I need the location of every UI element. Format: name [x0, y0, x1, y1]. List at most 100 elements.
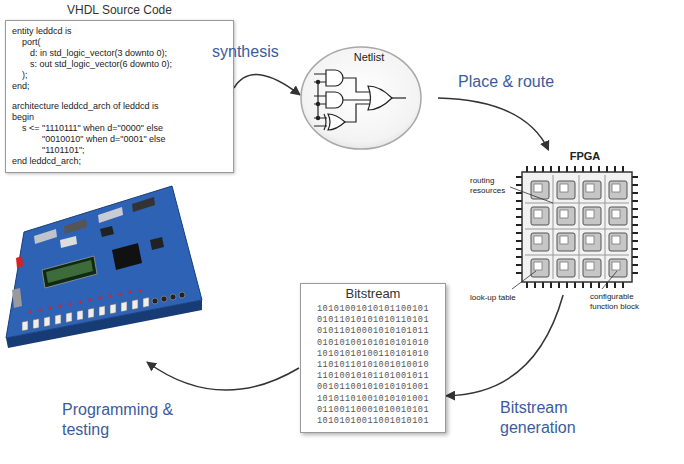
fpga-chip-drawing [526, 282, 630, 288]
bit-row: 11010010101101001011 [305, 371, 441, 382]
bit-row: 01011010101010110101 [305, 315, 441, 326]
fpga-board [64, 219, 87, 234]
fpga-chip-drawing [525, 175, 629, 279]
logic-gates [368, 86, 392, 110]
fpga-board [161, 296, 167, 302]
logic-gates [316, 102, 319, 105]
fpga-chip-drawing [557, 233, 575, 251]
logic-gates [326, 92, 343, 108]
bit-row: 01011010001010101011 [305, 326, 441, 337]
logic-gates [316, 80, 319, 83]
fpga-board [109, 295, 112, 298]
fpga-board [139, 290, 142, 293]
code-line: begin [12, 112, 227, 123]
logic-gates [328, 114, 345, 130]
fpga-chip-drawing [522, 172, 632, 282]
fpga-chip-drawing [632, 176, 638, 280]
logic-gates [317, 82, 318, 118]
box-heading: VHDL Source Code [5, 3, 234, 20]
fpga-board [55, 314, 61, 324]
fpga-board [29, 311, 32, 314]
fpga-board [69, 303, 72, 306]
fpga-chip-drawing [526, 166, 630, 172]
fpga-chip-drawing [531, 207, 549, 225]
fpga-chip-drawing [609, 233, 627, 251]
fpga-chip-drawing [583, 207, 601, 225]
logic-gates [324, 114, 326, 130]
fpga-chip-drawing [557, 207, 575, 225]
fpga-board [44, 317, 50, 327]
code-line: "0010010" when d="0001" else [12, 134, 227, 145]
callout-label: routing resources [470, 176, 514, 196]
code-line: s: out std_logic_vector(6 downto 0); [12, 59, 227, 70]
code-line: entity leddcd is [12, 26, 227, 37]
node-heading: Netlist [300, 46, 438, 63]
code-line: "1101101"; [12, 145, 227, 156]
flow-arrow [446, 295, 563, 396]
fpga-chip-drawing [609, 181, 627, 199]
code-panel: entity leddcd isport(d: in std_logic_vec… [5, 20, 234, 173]
fpga-board [99, 306, 105, 316]
fpga-board [46, 260, 93, 283]
leader-line [602, 271, 617, 289]
fpga-board [143, 297, 149, 307]
logic-gates [314, 70, 406, 130]
source-code-box: VHDL Source Codeentity leddcd isport(d: … [5, 3, 234, 173]
fpga-board [152, 292, 185, 304]
fpga-board [49, 307, 52, 310]
fpga-chip-drawing [557, 181, 575, 199]
fpga-board [59, 305, 62, 308]
fpga-chip-drawing [583, 233, 601, 251]
fpga-board [152, 298, 158, 304]
fpga-chip-drawing [531, 259, 549, 277]
fpga-board [132, 197, 155, 212]
flow-arrow [147, 362, 299, 390]
fpga-board [170, 294, 176, 300]
fpga-board [12, 288, 22, 308]
fpga-board [179, 292, 185, 298]
fpga-board [110, 304, 116, 314]
code-line: port( [12, 37, 227, 48]
fpga-board [132, 299, 138, 309]
fpga-board [6, 186, 202, 338]
fpga-board [22, 321, 28, 331]
code-line: d: in std_logic_vector(3 downto 0); [12, 48, 227, 59]
fpga-chip-drawing [516, 176, 522, 280]
fpga-board [22, 297, 149, 331]
fpga-board [33, 319, 39, 329]
leader-line [510, 187, 617, 289]
fpga-board [42, 256, 97, 288]
code-line: end leddcd_arch; [12, 156, 227, 167]
logic-gates [326, 70, 343, 86]
fpga-board [34, 229, 57, 244]
code-line: ); [12, 70, 227, 81]
step-label: synthesis [212, 42, 302, 62]
box-heading: Bitstream [305, 286, 441, 304]
leader-line [510, 187, 553, 203]
step-label: Place & route [458, 72, 578, 92]
fpga-chip-drawing [583, 181, 601, 199]
code-line: s <= "1110111" when d="0000" else [12, 123, 227, 134]
fpga-chip-drawing [583, 259, 601, 277]
step-label: Programming & testing [62, 400, 202, 440]
fpga-chip-drawing [519, 169, 635, 285]
fpga-board [79, 301, 82, 304]
logic-gates [316, 116, 319, 119]
fpga-chip-drawing [609, 259, 627, 277]
bitstream-box: Bitstream1010100101010110010101011010101… [300, 283, 446, 433]
fpga-chip-drawing [531, 233, 549, 251]
step-label: Bitstream generation [500, 398, 612, 438]
bit-row: 10101010100110101010 [305, 349, 441, 360]
fpga-board [16, 256, 23, 268]
callout-label: look-up table [470, 293, 530, 303]
bit-row: 10101010011001010101 [305, 416, 441, 427]
fpga-board [77, 310, 83, 320]
leader-line [512, 271, 536, 289]
flow-arrow [147, 362, 299, 390]
fpga-board [88, 308, 94, 318]
bit-row: 01100110001010010101 [305, 405, 441, 416]
bit-row: 11010110101001010010 [305, 360, 441, 371]
fpga-board [6, 186, 202, 348]
bit-row: 01010100101010101010 [305, 338, 441, 349]
